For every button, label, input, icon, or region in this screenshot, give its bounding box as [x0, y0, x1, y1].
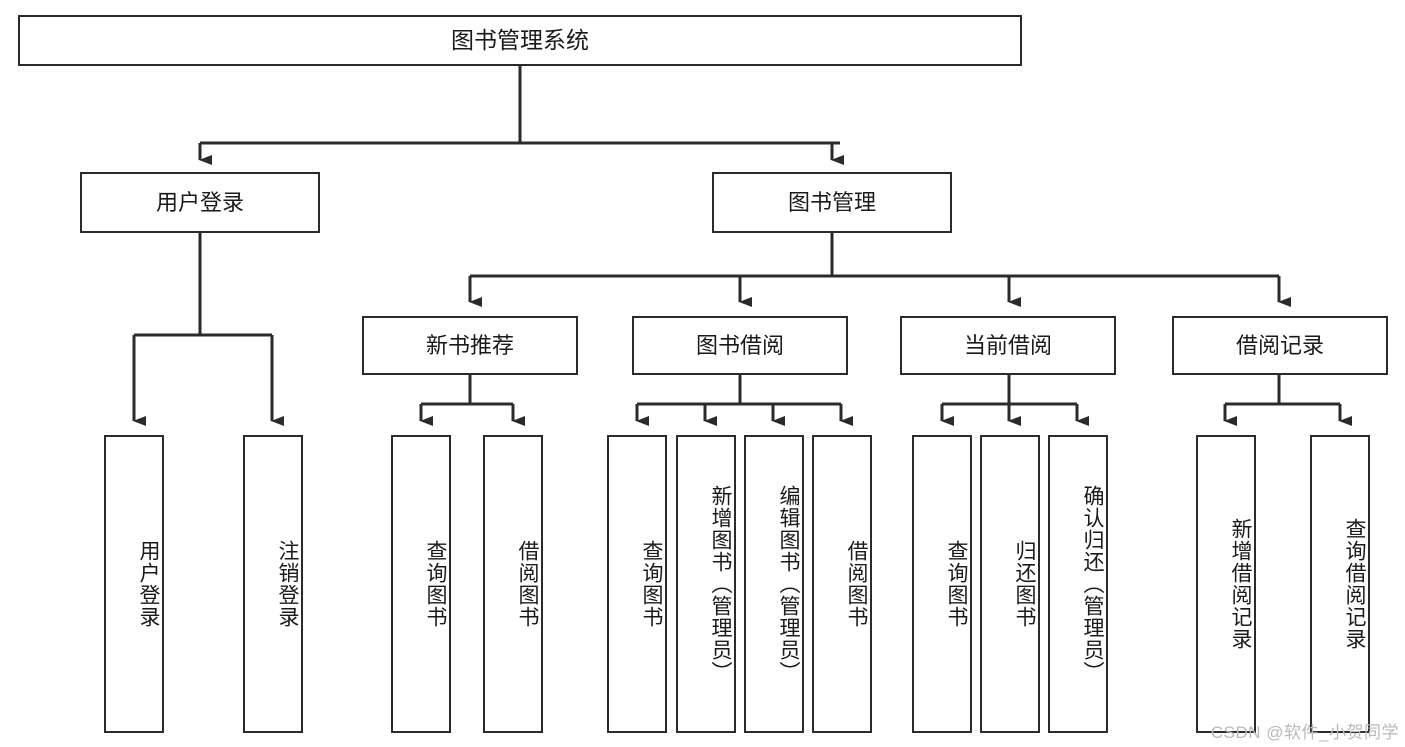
leaf-query-books-current[interactable]: 查询图书	[912, 435, 972, 733]
node-user-login[interactable]: 用户登录	[80, 172, 320, 233]
csdn-watermark: CSDN @软件_小贺同学	[1210, 723, 1399, 742]
node-current-borrow[interactable]: 当前借阅	[900, 316, 1116, 375]
node-book-management[interactable]: 图书管理	[712, 172, 952, 233]
leaf-return-books[interactable]: 归还图书	[980, 435, 1040, 733]
leaf-borrow-books[interactable]: 借阅图书	[812, 435, 872, 733]
leaf-user-login[interactable]: 用户登录	[104, 435, 164, 733]
node-root-system[interactable]: 图书管理系统	[18, 15, 1022, 66]
node-borrow-records[interactable]: 借阅记录	[1172, 316, 1388, 375]
leaf-add-book-admin[interactable]: 新增图书（管理员）	[676, 435, 736, 733]
leaf-confirm-return-admin[interactable]: 确认归还（管理员）	[1048, 435, 1108, 733]
node-new-book-recommend[interactable]: 新书推荐	[362, 316, 578, 375]
leaf-borrow-books-recommend[interactable]: 借阅图书	[483, 435, 543, 733]
leaf-query-borrow-record[interactable]: 查询借阅记录	[1310, 435, 1370, 733]
node-book-borrow[interactable]: 图书借阅	[632, 316, 848, 375]
leaf-query-books-recommend[interactable]: 查询图书	[391, 435, 451, 733]
leaf-user-logout[interactable]: 注销登录	[243, 435, 303, 733]
leaf-add-borrow-record[interactable]: 新增借阅记录	[1196, 435, 1256, 733]
leaf-query-books-borrow[interactable]: 查询图书	[607, 435, 667, 733]
leaf-edit-book-admin[interactable]: 编辑图书（管理员）	[744, 435, 804, 733]
